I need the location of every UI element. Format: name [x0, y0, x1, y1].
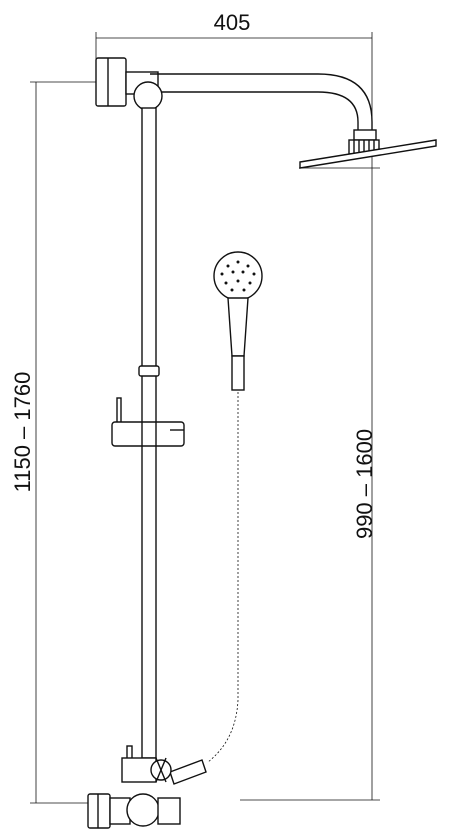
right-height-dimension: 990 – 1600 [240, 167, 380, 801]
thermostatic-mixer [87, 793, 181, 829]
width-dimension-label: 405 [214, 10, 251, 35]
right-height-dimension-label: 990 – 1600 [352, 429, 377, 539]
hand-shower [213, 251, 263, 391]
left-height-dimension: 1150 – 1760 [10, 81, 102, 804]
slider-holder [111, 397, 185, 447]
hand-shower-nozzles [220, 260, 256, 292]
left-height-dimension-label: 1150 – 1760 [10, 372, 35, 493]
diverter-valve [121, 745, 172, 783]
overhead-shower-arm [133, 73, 373, 132]
width-dimension: 405 [95, 10, 373, 800]
flexible-hose [169, 392, 239, 785]
head-shower [299, 129, 437, 169]
